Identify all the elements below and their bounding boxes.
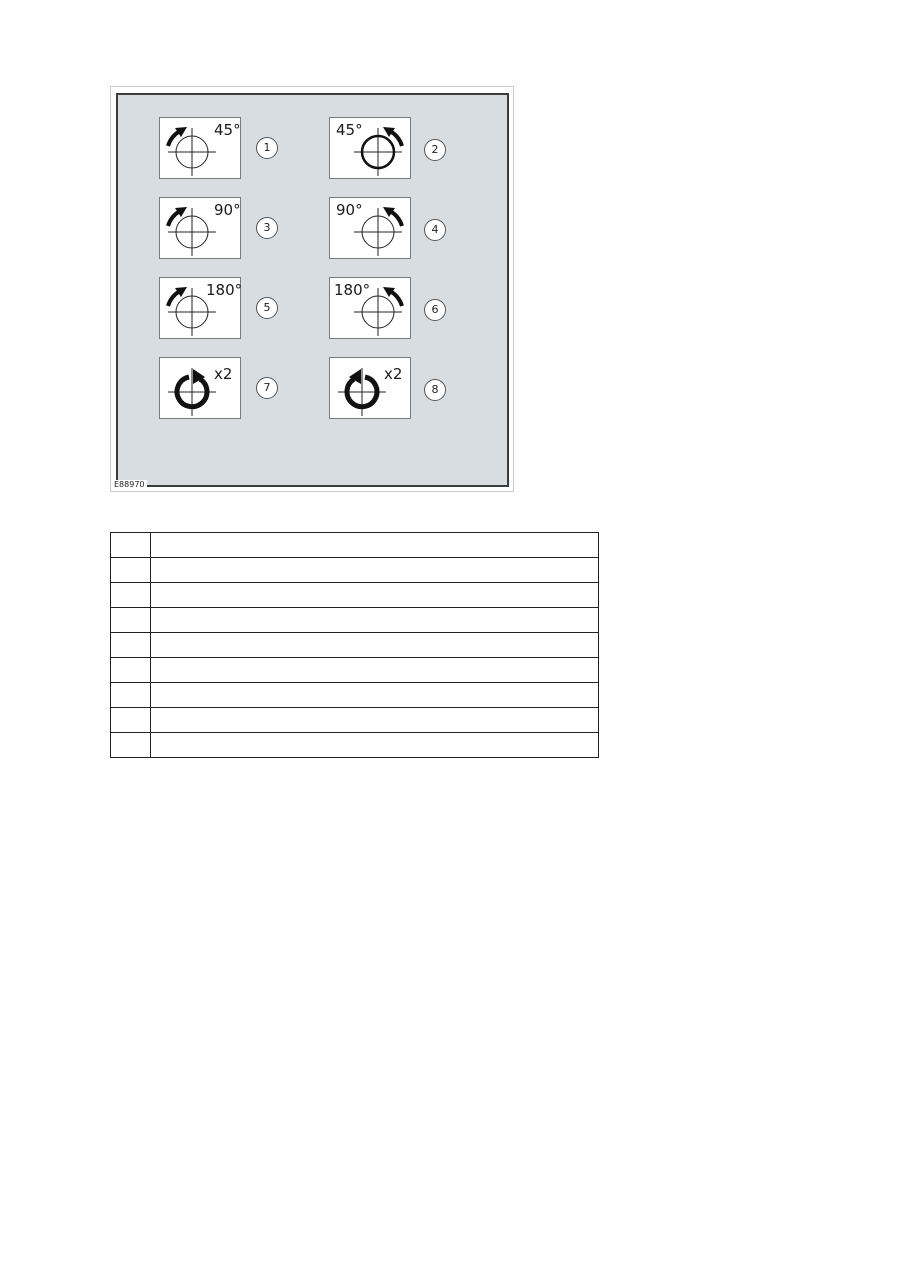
rotation-icon-7: x2 xyxy=(159,357,241,419)
rotation-icon-2: 45° xyxy=(329,117,411,179)
table-row xyxy=(110,582,599,608)
rotation-icon-4: 90° xyxy=(329,197,411,259)
item-cell xyxy=(110,632,151,658)
rotation-label: 45° xyxy=(336,121,363,139)
rotation-label: 180° xyxy=(206,281,243,299)
item-cell xyxy=(110,557,151,583)
callout-5: 5 xyxy=(256,297,278,319)
description-cell xyxy=(150,532,599,558)
rotation-label: 90° xyxy=(214,201,241,219)
description-cell xyxy=(150,582,599,608)
description-cell xyxy=(150,557,599,583)
rotation-label: x2 xyxy=(384,365,403,383)
callout-3: 3 xyxy=(256,217,278,239)
counterclockwise-90-icon xyxy=(354,207,404,256)
table-row xyxy=(110,532,599,558)
rotation-icon-6: 180° xyxy=(329,277,411,339)
clockwise-180-icon xyxy=(166,287,216,336)
rotation-icon-1: 45° xyxy=(159,117,241,179)
counterclockwise-180-icon xyxy=(354,287,404,336)
rotation-label: 90° xyxy=(336,201,363,219)
counterclockwise-45-icon xyxy=(354,127,404,176)
description-cell xyxy=(150,732,599,758)
counterclockwise-full-turn-icon xyxy=(338,368,386,416)
callout-2: 2 xyxy=(424,139,446,161)
rotation-label: 180° xyxy=(334,281,371,299)
description-cell xyxy=(150,707,599,733)
table-row xyxy=(110,707,599,733)
item-cell xyxy=(110,582,151,608)
rotation-icon-8: x2 xyxy=(329,357,411,419)
clockwise-full-turn-icon xyxy=(168,368,216,416)
description-cell xyxy=(150,682,599,708)
rotation-label: x2 xyxy=(214,365,233,383)
table-row xyxy=(110,732,599,758)
table-row xyxy=(110,607,599,633)
table-row xyxy=(110,557,599,583)
item-cell xyxy=(110,732,151,758)
item-cell xyxy=(110,682,151,708)
description-cell xyxy=(150,657,599,683)
callout-6: 6 xyxy=(424,299,446,321)
callout-4: 4 xyxy=(424,219,446,241)
item-cell xyxy=(110,707,151,733)
item-cell xyxy=(110,532,151,558)
rotation-label: 45° xyxy=(214,121,241,139)
callout-7: 7 xyxy=(256,377,278,399)
rotation-diagram: 45° 1 45° 2 90° 3 xyxy=(110,86,514,492)
clockwise-90-icon xyxy=(166,207,216,256)
callout-8: 8 xyxy=(424,379,446,401)
rotation-icon-3: 90° xyxy=(159,197,241,259)
legend-table xyxy=(110,532,599,758)
table-row xyxy=(110,632,599,658)
table-row xyxy=(110,657,599,683)
table-row xyxy=(110,682,599,708)
item-cell xyxy=(110,607,151,633)
description-cell xyxy=(150,632,599,658)
callout-1: 1 xyxy=(256,137,278,159)
clockwise-45-icon xyxy=(166,127,216,176)
rotation-icon-5: 180° xyxy=(159,277,243,339)
item-cell xyxy=(110,657,151,683)
diagram-panel: 45° 1 45° 2 90° 3 xyxy=(116,93,509,487)
description-cell xyxy=(150,607,599,633)
figure-reference-code: E88970 xyxy=(112,480,147,490)
